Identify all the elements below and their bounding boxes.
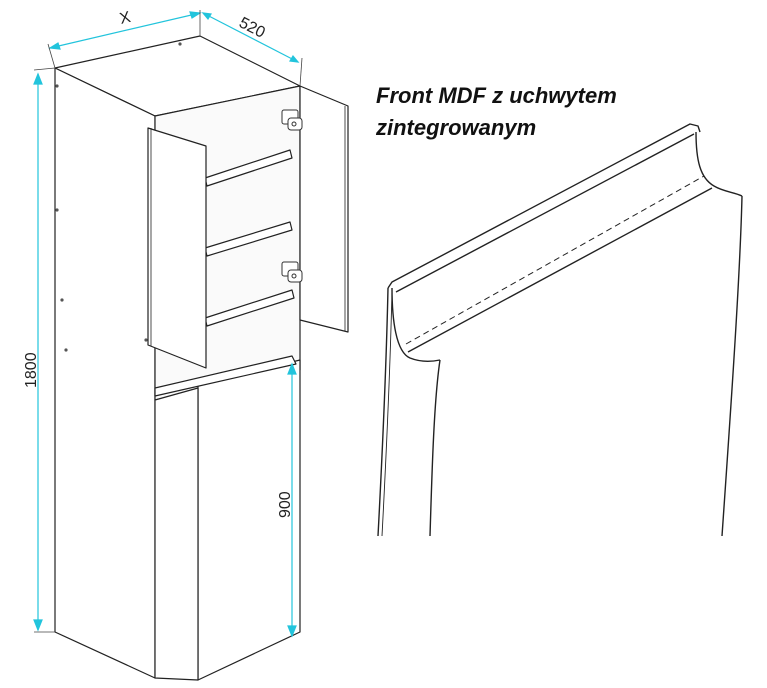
caption-line-1: Front MDF z uchwytem [376, 83, 617, 108]
depth-dimension-line [202, 12, 299, 63]
caption-line-2: zintegrowanym [376, 115, 537, 140]
mdf-front-drawing [377, 123, 743, 537]
assembly-holes [55, 42, 182, 352]
shelf-bottom [154, 355, 297, 397]
hinge-icon [281, 261, 303, 283]
front-top-edge [387, 123, 701, 289]
cabinet-left-side [54, 67, 156, 679]
handle-groove-left [391, 287, 441, 363]
left-door [147, 127, 207, 369]
cabinet-drawing [54, 35, 349, 681]
cabinet-right-side [197, 359, 301, 681]
height-label: 1800 [23, 352, 40, 388]
dimension-lines [33, 11, 300, 638]
opening-label: 900 [277, 491, 294, 518]
width-dimension-line [49, 12, 201, 49]
front-caption: Front MDF z uchwytem zintegrowanym [376, 80, 617, 144]
hinge-icon [281, 109, 303, 131]
lower-opening [154, 387, 199, 681]
hidden-edge-dashed [405, 175, 705, 345]
handle-groove-right [695, 131, 743, 197]
width-label: X [118, 9, 133, 28]
front-left-edge [377, 287, 389, 537]
right-door [299, 85, 349, 333]
